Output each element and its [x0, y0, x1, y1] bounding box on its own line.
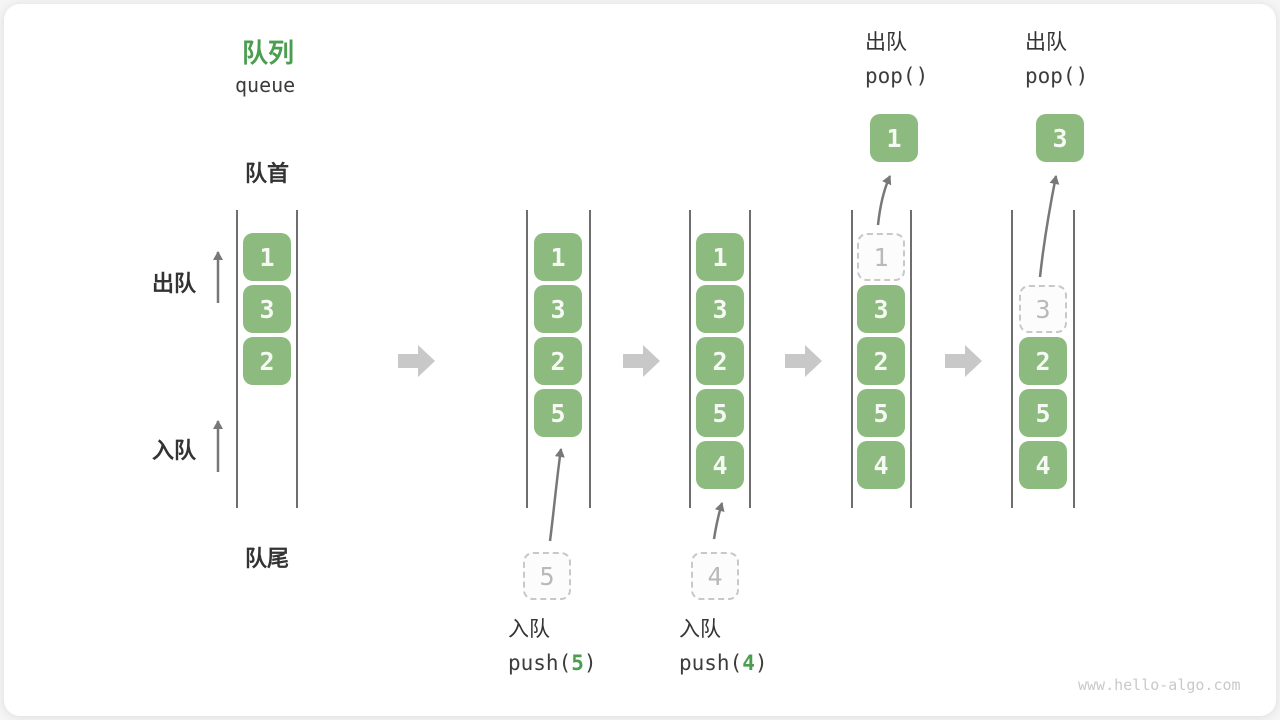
queue-item: 2 [696, 337, 744, 385]
queue-item: 1 [696, 233, 744, 281]
pop-op-action: 出队 [1025, 31, 1067, 54]
queue-item: 5 [534, 389, 582, 437]
queue-item: 3 [534, 285, 582, 333]
queue-item: 2 [534, 337, 582, 385]
queue-item: 1 [534, 233, 582, 281]
pop-op-label-2: 出队 pop() [1025, 30, 1088, 88]
push-op-code-arg: 5 [571, 651, 584, 675]
queue-item: 5 [696, 389, 744, 437]
push-op-code: push(4) [679, 651, 768, 675]
queue-front-label: 队首 [245, 161, 290, 186]
push-op-code-post: ) [583, 651, 597, 675]
diagram-card [4, 4, 1276, 716]
push-op-action: 入队 [679, 618, 721, 641]
dequeue-side-label: 出队 [152, 271, 197, 296]
queue-item: 3 [243, 285, 291, 333]
queue-item: 2 [857, 337, 905, 385]
pop-op-code: pop() [1025, 64, 1089, 88]
enqueue-side-label: 入队 [152, 438, 197, 463]
queue-item: 3 [696, 285, 744, 333]
pop-op-action: 出队 [865, 31, 907, 54]
push-op-label-2: 入队 push(4) [679, 617, 768, 675]
queue-item: 1 [243, 233, 291, 281]
push-op-code-arg: 4 [742, 651, 755, 675]
push-op-action: 入队 [508, 618, 550, 641]
diagram-subtitle: queue [235, 73, 296, 97]
queue-item: 4 [1019, 441, 1067, 489]
queue-item: 4 [857, 441, 905, 489]
push-op-code: push(5) [508, 651, 597, 675]
queue-item: 5 [1019, 389, 1067, 437]
pop-op-label-1: 出队 pop() [865, 30, 928, 88]
queue-item: 5 [857, 389, 905, 437]
push-op-code-post: ) [754, 651, 768, 675]
staged-item-box: 5 [523, 552, 571, 600]
queue-item-removed-placeholder: 1 [857, 233, 905, 281]
queue-item: 3 [857, 285, 905, 333]
queue-item-removed-placeholder: 3 [1019, 285, 1067, 333]
watermark: www.hello-algo.com [1078, 676, 1241, 694]
push-op-code-pre: push( [508, 651, 572, 675]
diagram-title: 队列 [242, 38, 295, 68]
push-op-label-1: 入队 push(5) [508, 617, 597, 675]
push-op-code-pre: push( [679, 651, 743, 675]
pop-op-code: pop() [865, 64, 929, 88]
queue-item: 2 [243, 337, 291, 385]
popped-item-box: 3 [1036, 114, 1084, 162]
queue-rear-label: 队尾 [245, 546, 290, 571]
popped-item-box: 1 [870, 114, 918, 162]
queue-item: 2 [1019, 337, 1067, 385]
staged-item-box: 4 [691, 552, 739, 600]
queue-item: 4 [696, 441, 744, 489]
